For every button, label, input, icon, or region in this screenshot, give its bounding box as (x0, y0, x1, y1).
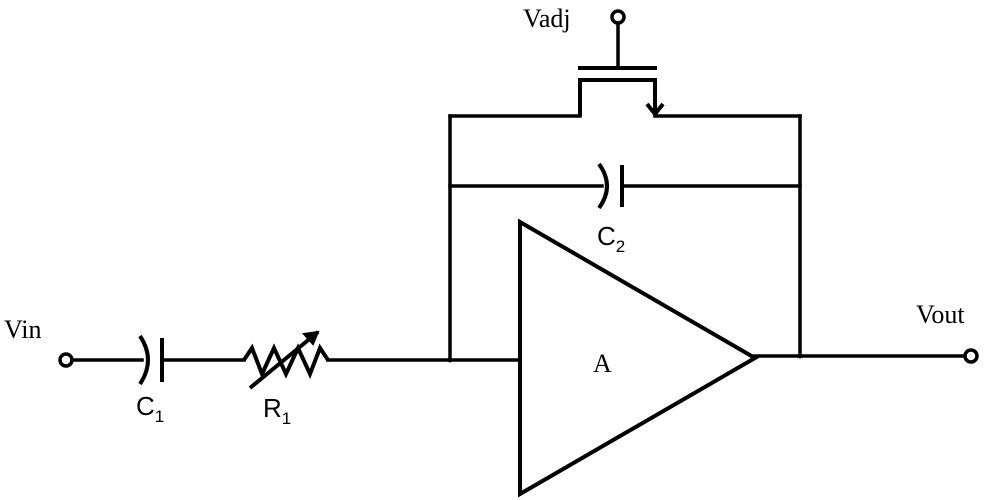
vadj-label: Vadj (523, 4, 571, 33)
vin-terminal (58, 352, 74, 368)
r1-label: R1 (263, 393, 291, 428)
c2-label: C2 (597, 221, 625, 256)
vadj-terminal (610, 9, 626, 25)
c1-label: C1 (136, 391, 164, 426)
junction-input (447, 357, 453, 363)
vin-label: Vin (4, 315, 41, 344)
junction-output (797, 353, 803, 359)
vout-terminal (963, 348, 979, 364)
transistor (578, 66, 665, 118)
amplifier-label: A (593, 349, 612, 378)
vout-label: Vout (916, 300, 965, 329)
amplifier-triangle (518, 218, 759, 498)
variable-resistor-r1 (242, 330, 330, 390)
